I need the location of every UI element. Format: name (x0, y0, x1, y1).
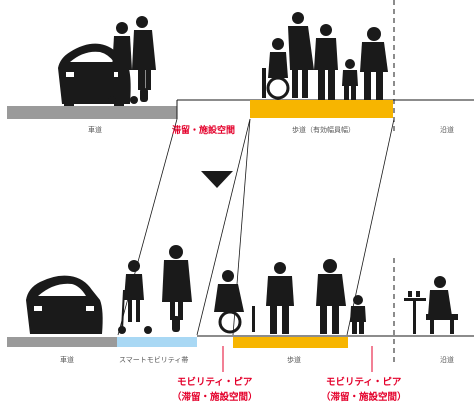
bottom-adult-icon (316, 259, 346, 334)
top-road-label: 車道 (88, 126, 102, 134)
bottom-cafe-table-icon (404, 291, 426, 334)
connector-lines (117, 118, 395, 336)
bottom-car-icon (26, 275, 103, 334)
top-walkway-band (250, 100, 393, 118)
bottom-road-surface (7, 337, 117, 347)
top-segway-rider-icon (108, 22, 138, 104)
transition-arrow-icon (201, 171, 233, 188)
top-wheelchair-user-icon (262, 38, 290, 100)
pier-1-subtitle: （滞留・施設空間） (172, 392, 258, 403)
top-helper-person-icon (288, 12, 314, 98)
bottom-walkway-label: 歩道 (287, 356, 301, 364)
top-adult-2-icon (360, 27, 388, 100)
pier-2-title: モビリティ・ピア (326, 377, 402, 388)
bottom-smart-mobility-label: スマートモビリティ帯 (119, 356, 189, 364)
top-section (7, 0, 474, 135)
bottom-roadside-label: 沿道 (440, 356, 454, 364)
bottom-road-label: 車道 (60, 356, 74, 364)
bottom-walkway-band (233, 337, 348, 348)
top-cyclist-icon (132, 16, 156, 102)
top-road-surface (7, 106, 177, 119)
bottom-smart-mobility-lane (117, 337, 197, 347)
pier-1-title: モビリティ・ピア (177, 377, 253, 388)
bottom-child-icon (350, 295, 366, 334)
top-walkway-label: 歩道（有効幅員幅） (292, 126, 355, 134)
bottom-seated-person-icon (426, 276, 458, 334)
top-car-icon (58, 43, 131, 106)
bottom-segway-rider-icon (118, 260, 152, 334)
pier-2-subtitle: （滞留・施設空間） (321, 392, 407, 403)
bottom-wheelchair-user-icon (214, 270, 255, 334)
top-roadside-label: 沿道 (440, 126, 454, 134)
top-stay-space-label: 滞留・施設空間 (172, 126, 236, 136)
top-child-icon (342, 59, 358, 100)
top-adult-1-icon (314, 24, 338, 100)
bottom-section (7, 245, 474, 372)
bottom-cyclist-icon (162, 245, 192, 332)
bottom-walking-person-icon (266, 262, 294, 334)
